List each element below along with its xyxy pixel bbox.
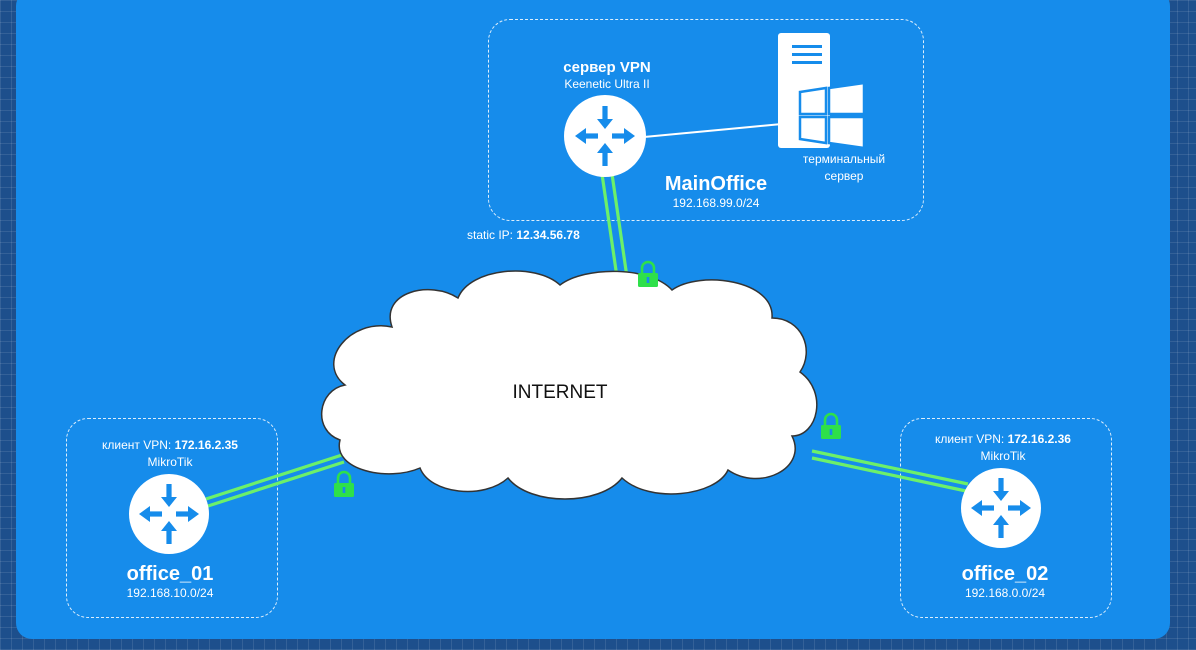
internet-label: INTERNET [512, 382, 608, 403]
office-02-subnet: 192.168.0.0/24 [964, 586, 1046, 600]
office-01-group [66, 418, 278, 618]
internet-cloud [321, 270, 818, 500]
router-icon-mainoffice [564, 95, 646, 177]
static-ip-label: static IP: 12.34.56.78 [467, 228, 580, 242]
office-02-client-ip: 172.16.2.36 [1007, 432, 1071, 446]
office-01-name: office_01 [126, 563, 214, 585]
windows-logo-icon [798, 81, 866, 150]
static-ip-value: 12.34.56.78 [516, 228, 580, 242]
lock-icon-office-02 [819, 412, 843, 441]
mainoffice-name: MainOffice [664, 173, 768, 195]
router-icon-office-01 [129, 474, 209, 554]
lan-link-mainoffice [643, 123, 783, 138]
vpn-tunnel-office-01 [205, 453, 345, 508]
mainoffice-subnet: 192.168.99.0/24 [672, 196, 760, 210]
office-02-client: клиент VPN: 172.16.2.36 [935, 432, 1071, 446]
lock-icon-mainoffice [636, 260, 660, 289]
vpn-server-role: сервер VPN [563, 59, 651, 76]
office-01-client-ip: 172.16.2.35 [174, 438, 238, 452]
office-01-subnet: 192.168.10.0/24 [126, 586, 214, 600]
mainoffice-group [488, 19, 924, 221]
office-02-group [900, 418, 1112, 618]
office-02-name: office_02 [961, 563, 1049, 585]
terminal-server-label-1: терминальный [802, 152, 886, 166]
office-01-model: MikroTik [147, 455, 193, 469]
terminal-server-label-2: сервер [824, 169, 864, 183]
vpn-server-model: Keenetic Ultra II [564, 77, 650, 91]
lock-icon-office-01 [332, 470, 356, 499]
office-01-client: клиент VPN: 172.16.2.35 [102, 438, 238, 452]
vpn-tunnel-office-02 [811, 449, 969, 493]
router-icon-office-02 [961, 468, 1041, 548]
office-02-model: MikroTik [980, 449, 1026, 463]
